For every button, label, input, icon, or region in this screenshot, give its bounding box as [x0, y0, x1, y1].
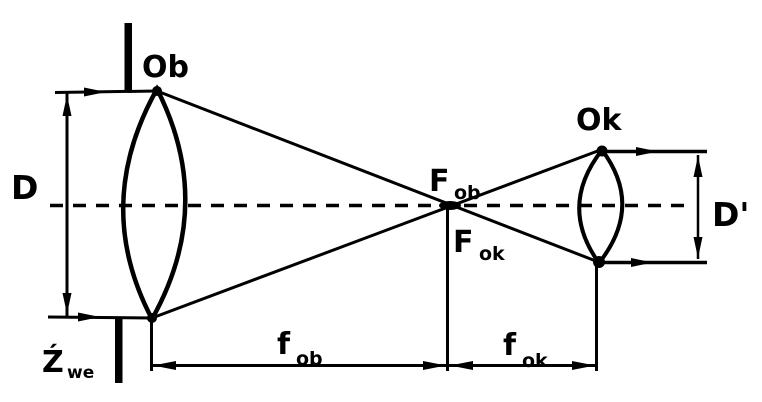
- objective-bottom-vertex-dot: [147, 313, 157, 323]
- dimension-D-arrow-down-icon: [62, 293, 72, 314]
- objective-focal-length-label: f ob: [277, 327, 323, 370]
- dimension-fob-arrow-left-icon: [153, 361, 176, 370]
- ocular-focus-label-sub: ok: [479, 243, 505, 265]
- ocular-top-vertex-dot: [596, 145, 608, 157]
- incoming-ray-top-arrow-icon: [84, 87, 106, 97]
- ocular-focal-length-label-sub: ok: [522, 350, 548, 372]
- objective-focus-label-sub: ob: [454, 182, 481, 204]
- objective-lens-label: Ob: [142, 50, 189, 85]
- incoming-ray-bottom: [47, 315, 153, 320]
- ocular-focal-length-label-base: f: [503, 328, 517, 363]
- entrance-pupil-label-base: Ź: [42, 344, 64, 380]
- entrance-diameter-label: D: [11, 168, 38, 207]
- objective-focal-length-label-sub: ob: [296, 348, 323, 370]
- dimension-D-prime-arrow-down-icon: [693, 237, 703, 258]
- dimension-fok-arrow-right-icon: [572, 361, 595, 370]
- entrance-pupil-stop-bottom: [115, 319, 123, 383]
- objective-top-vertex-dot: [152, 86, 162, 96]
- entrance-pupil-label-sub: we: [67, 363, 94, 383]
- entrance-pupil-stop-top: [124, 23, 132, 92]
- focal-point-dot: [439, 201, 461, 210]
- objective-focal-length-label-base: f: [277, 327, 291, 362]
- dimension-D-prime-arrow-up-icon: [693, 156, 703, 177]
- ocular-lens-label: Ok: [576, 103, 623, 138]
- exit-ray-bottom-arrow-icon: [631, 258, 653, 267]
- incoming-ray-top: [54, 89, 158, 94]
- exit-diameter-label: D': [712, 195, 750, 234]
- ocular-focus-label-base: F: [453, 225, 474, 260]
- ocular-focus-label: F ok: [453, 225, 505, 265]
- dimension-fob-arrow-right-icon: [423, 361, 446, 370]
- dimension-fok-arrow-left-icon: [450, 361, 473, 370]
- dimension-D-arrow-up-icon: [62, 95, 72, 116]
- ray-bottom-to-focus-to-ocular-top: [151, 147, 604, 320]
- entrance-pupil-label: Ź we: [42, 344, 94, 383]
- exit-ray-top-arrow-icon: [636, 147, 658, 156]
- ray-top-to-focus-to-ocular-bottom: [156, 89, 602, 265]
- incoming-ray-bottom-arrow-icon: [78, 312, 100, 322]
- ocular-focal-length-label: f ok: [503, 328, 548, 372]
- ocular-bottom-vertex-dot: [593, 256, 605, 268]
- objective-focus-label-base: F: [429, 164, 450, 199]
- objective-focus-label: F ob: [429, 164, 481, 204]
